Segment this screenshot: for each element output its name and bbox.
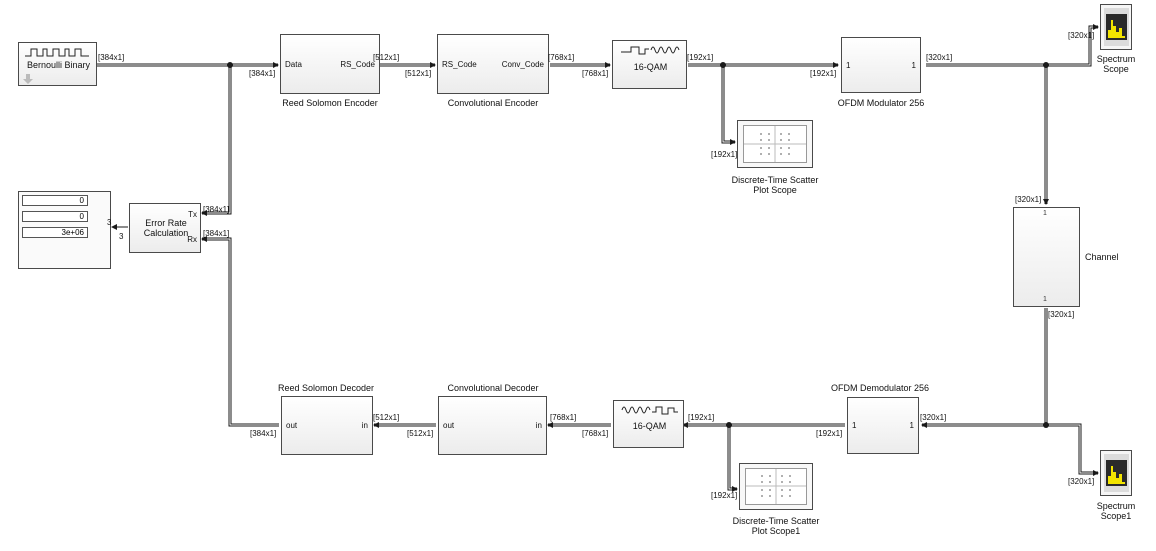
channel-block[interactable]: 1 1 — [1013, 207, 1080, 307]
scatter-plot-icon — [745, 468, 807, 505]
input-port-label: 1 — [1043, 210, 1047, 217]
reed-solomon-encoder-label: Reed Solomon Encoder — [282, 98, 378, 108]
down-arrow-icon — [23, 74, 33, 84]
input-port-label: Data — [285, 60, 302, 69]
arrowheads — [111, 24, 1099, 492]
output-port-label: 1 — [1043, 296, 1047, 303]
spectrum-scope1-label: Spectrum Scope1 — [1096, 501, 1136, 521]
convolutional-decoder-block[interactable]: in out — [438, 396, 547, 455]
signal-dim-label: [512x1] — [405, 69, 432, 78]
error-rate-calculation-block[interactable]: Error Rate Calculation Tx Rx — [129, 203, 201, 253]
output-port-label: RS_Code — [340, 60, 375, 69]
signal-dim-label: [320x1] — [1068, 477, 1095, 486]
convolutional-encoder-block[interactable]: RS_Code Conv_Code — [437, 34, 549, 94]
signal-dim-label: [192x1] — [810, 69, 837, 78]
reed-solomon-decoder-block[interactable]: in out — [281, 396, 373, 455]
signal-dim-label: [512x1] — [373, 413, 400, 422]
qam-modulator-label: 16-QAM — [633, 62, 668, 72]
rx-port-label: Rx — [187, 235, 197, 244]
qam-demodulator-label: 16-QAM — [632, 421, 667, 431]
signal-dim-label: [768x1] — [582, 69, 609, 78]
scatter-plot-scope1-block[interactable] — [739, 463, 813, 510]
signal-dim-label: [320x1] — [1048, 310, 1075, 319]
display-value-bits: 3e+06 — [22, 227, 88, 238]
output-port-label: 1 — [911, 61, 916, 70]
input-port-label: 1 — [846, 61, 851, 70]
output-port-label: 1 — [909, 421, 914, 430]
signal-dim-label: [512x1] — [373, 53, 400, 62]
signal-dim-label: [384x1] — [203, 205, 230, 214]
scatter-plot-icon — [743, 125, 807, 163]
signal-dim-label: [320x1] — [926, 53, 953, 62]
modulator-icon — [621, 46, 680, 55]
scatter-plot-scope-label: Discrete-Time Scatter Plot Scope — [731, 175, 819, 195]
spectrum-scope-label: Spectrum Scope — [1096, 54, 1136, 74]
signal-dim-label: [192x1] — [688, 413, 715, 422]
channel-label: Channel — [1085, 252, 1119, 262]
reed-solomon-encoder-block[interactable]: Data RS_Code — [280, 34, 380, 94]
qam-modulator-block[interactable]: 16-QAM — [612, 40, 687, 89]
signal-dim-label: [512x1] — [407, 429, 434, 438]
spectrum-icon — [1104, 8, 1129, 46]
signal-dim-label: [384x1] — [249, 69, 276, 78]
demodulator-icon — [621, 406, 678, 415]
signal-dim-label: [384x1] — [98, 53, 125, 62]
output-port-label: out — [286, 421, 298, 430]
input-port-label: RS_Code — [442, 60, 477, 69]
signal-dim-label: [192x1] — [711, 150, 738, 159]
signal-width-label: 3 — [119, 232, 124, 241]
display-block[interactable]: 0 0 3e+06 — [18, 191, 111, 269]
signal-dim-label: [768x1] — [582, 429, 609, 438]
convolutional-encoder-label: Convolutional Encoder — [447, 98, 539, 108]
square-wave-icon — [25, 48, 89, 57]
input-port-label: in — [535, 421, 542, 430]
tx-port-label: Tx — [188, 210, 197, 219]
scatter-plot-scope-block[interactable] — [737, 120, 813, 168]
spectrum-scope1-block[interactable] — [1100, 450, 1132, 496]
spectrum-icon — [1104, 454, 1129, 492]
signal-dim-label: [768x1] — [548, 53, 575, 62]
display-value-errors: 0 — [22, 211, 88, 222]
convolutional-decoder-label: Convolutional Decoder — [447, 383, 539, 393]
bernoulli-binary-label: Bernoulli Binary — [26, 60, 91, 70]
input-port-label: 1 — [852, 421, 857, 430]
output-port-label: out — [443, 421, 455, 430]
ofdm-demodulator-block[interactable]: 1 1 — [847, 397, 919, 454]
output-port-label: Conv_Code — [501, 60, 544, 69]
signal-width-label: 3 — [107, 218, 112, 227]
vector-wire-inner — [97, 26, 1098, 490]
ofdm-modulator-label: OFDM Modulator 256 — [837, 98, 925, 108]
display-value-ber: 0 — [22, 195, 88, 206]
signal-dim-label: [192x1] — [711, 491, 738, 500]
branch-points — [227, 62, 1049, 428]
input-port-label: in — [361, 421, 368, 430]
qam-demodulator-block[interactable]: 16-QAM — [613, 400, 684, 448]
error-rate-calculation-label: Error Rate Calculation — [143, 218, 189, 238]
signal-dim-label: [192x1] — [687, 53, 714, 62]
spectrum-scope-block[interactable] — [1100, 4, 1132, 50]
bernoulli-binary-block[interactable]: Bernoulli Binary — [18, 42, 97, 86]
vector-wire-outer — [97, 25, 1098, 491]
ofdm-demodulator-label: OFDM Demodulator 256 — [830, 383, 930, 393]
signal-dim-label: [384x1] — [250, 429, 277, 438]
signal-dim-label: [384x1] — [203, 229, 230, 238]
reed-solomon-decoder-label: Reed Solomon Decoder — [277, 383, 375, 393]
scatter-plot-scope1-label: Discrete-Time Scatter Plot Scope1 — [732, 516, 820, 536]
signal-dim-label: [320x1] — [1068, 31, 1095, 40]
ofdm-modulator-block[interactable]: 1 1 — [841, 37, 921, 93]
signal-dim-label: [320x1] — [920, 413, 947, 422]
signal-dim-label: [192x1] — [816, 429, 843, 438]
signal-dim-label: [768x1] — [550, 413, 577, 422]
signal-dim-label: [320x1] — [1015, 195, 1042, 204]
